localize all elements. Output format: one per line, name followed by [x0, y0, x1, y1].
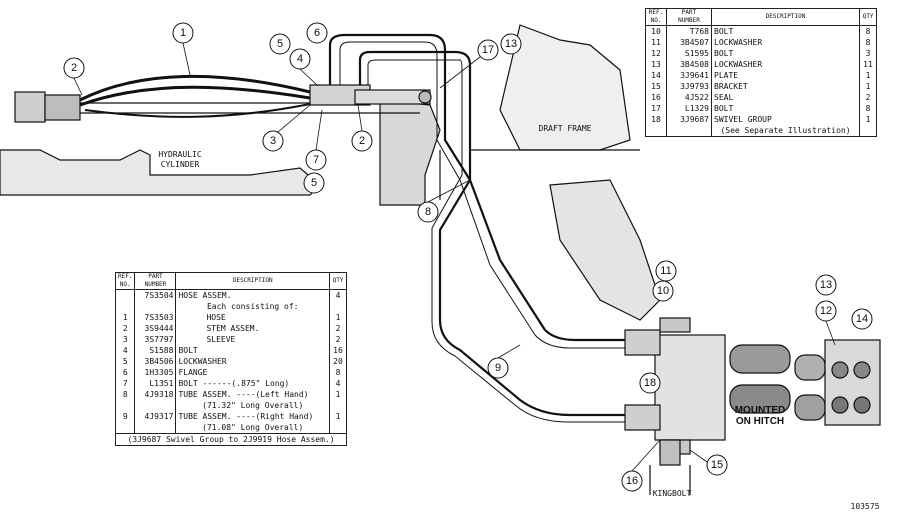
callout-3: 3 — [270, 135, 276, 147]
callout-7: 7 — [313, 154, 319, 166]
draft-frame — [499, 24, 631, 151]
table-note: (See Separate Illustration) — [711, 125, 860, 137]
table-note-row: (3J9687 Swivel Group to 2J9919 Hose Asse… — [115, 433, 347, 446]
label-draft-frame: DRAFT FRAME — [539, 124, 592, 133]
callout-11: 11 — [660, 265, 671, 277]
callout-6: 6 — [314, 27, 320, 39]
draft-frame-lower — [549, 179, 661, 321]
table-row: (71.32" Long Overall) — [114, 400, 347, 411]
callout-17: 17 — [482, 44, 494, 56]
label-on-hitch: ON HITCH — [736, 416, 784, 427]
callout-5b: 5 — [311, 177, 317, 189]
tube-left — [328, 33, 625, 342]
callout-2: 2 — [71, 62, 77, 74]
frame-outline — [0, 149, 321, 196]
label-hydraulic: HYDRAULIC — [158, 150, 202, 159]
label-mounted: MOUNTED — [735, 405, 786, 416]
table-note-row: (See Separate Illustration) — [645, 125, 877, 137]
callout-5: 5 — [277, 38, 283, 50]
header-qty: QTY — [859, 8, 877, 26]
header-description: DESCRIPTION — [711, 8, 860, 26]
swivel-group — [654, 334, 726, 441]
tube-left-b — [339, 41, 625, 349]
callout-4: 4 — [297, 53, 303, 65]
frame-block — [379, 99, 441, 206]
hose-1 — [79, 74, 311, 102]
header-ref: REF.NO. — [645, 8, 667, 26]
header-qty: QTY — [329, 272, 347, 290]
callout-1: 1 — [180, 27, 186, 39]
callout-16: 16 — [626, 475, 638, 487]
callout-9: 9 — [495, 362, 501, 374]
header-ref: REF.NO. — [114, 272, 136, 290]
callout-12: 12 — [820, 305, 832, 317]
cylinder-end — [14, 91, 46, 123]
callout-13: 13 — [505, 38, 517, 50]
hitch-plate — [824, 339, 881, 426]
header-description: DESCRIPTION — [175, 272, 330, 290]
table-note: (3J9687 Swivel Group to 2J9919 Hose Asse… — [115, 433, 347, 446]
label-cylinder: CYLINDER — [161, 160, 200, 169]
table-row: (71.08" Long Overall) — [114, 422, 347, 434]
cylinder-body — [44, 94, 81, 121]
table-row: Each consisting of: — [114, 301, 347, 312]
tube-right-b — [367, 59, 625, 423]
callout-10: 10 — [657, 285, 669, 297]
hose-3 — [84, 103, 311, 118]
callout-2b: 2 — [359, 135, 365, 147]
label-kingbolt: KINGBOLT — [653, 489, 692, 498]
figure-number: 103575 — [851, 502, 880, 511]
hose-2 — [79, 85, 311, 107]
callout-15: 15 — [711, 459, 723, 471]
callout-18: 18 — [644, 377, 656, 389]
callout-13b: 13 — [820, 279, 832, 291]
callout-8: 8 — [425, 206, 431, 218]
callout-14: 14 — [856, 313, 868, 325]
